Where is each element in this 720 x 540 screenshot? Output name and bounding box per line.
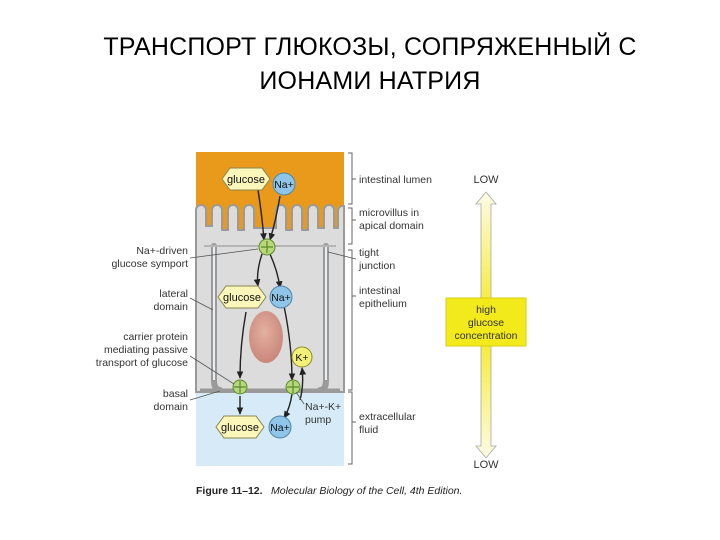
bracket-epithelium [348, 249, 356, 391]
label-epith-1: intestinal [359, 285, 400, 297]
molecules: glucose Na+ glucose Na+ K+ glucose Na+ [215, 167, 313, 439]
na-ion-cell [269, 285, 293, 309]
label-pump-1: Na+-K+ [305, 401, 341, 413]
na-path-pump [283, 305, 296, 381]
na-ion-lumen [272, 172, 296, 196]
label-carrier-1: carrier protein [123, 331, 188, 343]
symport-transporter [258, 238, 276, 256]
carrier-protein [232, 379, 248, 395]
label-lumen: intestinal lumen [359, 174, 432, 186]
na-k-pump [285, 379, 301, 395]
transport-paths [236, 189, 307, 419]
gradient-box-1: high [476, 304, 496, 316]
concentration-gradient: LOW high glucose concentration LOW [445, 174, 527, 471]
label-basal-2: domain [154, 401, 189, 413]
label-symport-2: glucose symport [112, 258, 189, 270]
label-microvillus-1: microvillus in [359, 207, 419, 219]
label-tight-2: junction [358, 260, 395, 272]
label-extra-2: fluid [359, 424, 378, 436]
nucleus [249, 311, 283, 363]
gradient-box-3: concentration [454, 330, 517, 342]
gradient-top-label: LOW [473, 174, 499, 186]
label-pump-2: pump [305, 414, 331, 426]
glucose-molecule-cell [217, 285, 267, 309]
gradient-box-2: glucose [468, 317, 504, 329]
k-path-in [299, 367, 307, 401]
slide-title: ТРАНСПОРТ ГЛЮКОЗЫ, СОПРЯЖЕННЫЙ С ИОНАМИ … [40, 30, 700, 98]
k-label-cell: K+ [295, 352, 308, 364]
na-path-apical [268, 195, 281, 241]
right-labels: intestinal lumen microvillus in apical d… [295, 152, 432, 465]
glucose-path-apical [257, 189, 267, 241]
glucose-label-extracellular: glucose [221, 422, 259, 434]
glucose-label-lumen: glucose [227, 174, 265, 186]
glucose-molecule-extracellular [215, 415, 265, 439]
bracket-microvillus [348, 207, 356, 245]
caption-figure: Figure 11–12. [196, 485, 263, 497]
caption-source: Molecular Biology of the Cell, 4th Editi… [271, 485, 462, 497]
na-ion-extracellular [268, 415, 292, 439]
glucose-molecule-lumen [221, 167, 271, 191]
label-symport-1: Na+-driven [136, 245, 188, 257]
na-label-lumen: Na+ [274, 179, 294, 191]
title-line-1: ТРАНСПОРТ ГЛЮКОЗЫ, СОПРЯЖЕННЫЙ С [103, 33, 637, 61]
label-lateral-1: lateral [159, 288, 188, 300]
glucose-path-basal [236, 311, 247, 379]
title-line-2: ИОНАМИ НАТРИЯ [259, 67, 481, 95]
bracket-lumen [348, 152, 356, 205]
label-microvillus-2: apical domain [359, 220, 424, 232]
label-basal-1: basal [163, 388, 188, 400]
figure-caption: Figure 11–12. Molecular Biology of the C… [196, 481, 462, 498]
left-labels: Na+-driven glucose symport lateral domai… [96, 245, 259, 413]
label-extra-1: extracellular [359, 411, 416, 423]
label-epith-2: epithelium [359, 298, 407, 310]
caption-text: Figure 11–12. Molecular Biology of the C… [196, 481, 462, 498]
gradient-bottom-label: LOW [473, 459, 499, 471]
transporters [232, 238, 301, 395]
bracket-extracellular [348, 391, 356, 465]
label-lateral-2: domain [154, 301, 189, 313]
label-carrier-2: mediating passive [104, 344, 188, 356]
label-tight-1: tight [359, 247, 379, 259]
gradient-box [445, 297, 527, 347]
k-ion-cell [291, 346, 313, 368]
glucose-path-cell [253, 253, 263, 287]
na-label-extracellular: Na+ [270, 422, 290, 434]
na-path-exit [283, 393, 293, 419]
na-path-cell [269, 253, 283, 289]
label-carrier-3: transport of glucose [96, 357, 188, 369]
na-label-cell: Na+ [271, 292, 291, 304]
glucose-label-cell: glucose [223, 292, 261, 304]
